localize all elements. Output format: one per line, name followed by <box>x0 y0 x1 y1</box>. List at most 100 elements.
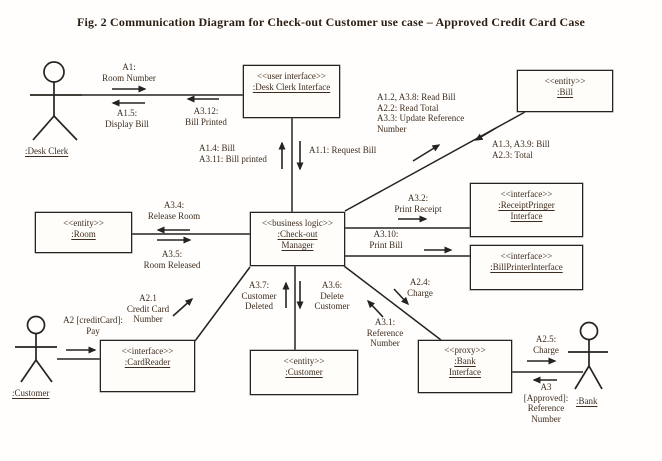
message-line: A3.10: <box>373 229 399 239</box>
stereotype-label: <<interface>> <box>500 251 553 261</box>
object-box-checkout-manager: <<business logic>> :Check-out Manager <box>250 212 345 266</box>
object-name: Interface <box>510 211 543 221</box>
message-line: A3.7: <box>248 280 270 290</box>
arrow-a31-upleft <box>366 299 384 318</box>
message-line: A3.12: <box>193 106 219 116</box>
object-name: :Room <box>71 229 96 239</box>
message-line: A3.2: <box>407 193 429 203</box>
message-arrows <box>66 85 557 384</box>
message-label-a25: A2.5: Charge <box>526 334 566 355</box>
object-box-bill: <<entity>> :Bill <box>517 70 613 112</box>
object-name: :CardReader <box>124 357 171 367</box>
message-line: A1.5: <box>116 108 138 118</box>
object-name: :ReceiptPringer <box>498 200 555 210</box>
stereotype-label: <<proxy>> <box>444 345 486 355</box>
message-line: A3.4: <box>163 200 185 210</box>
message-line: Bill Printed <box>185 116 227 127</box>
object-box-bill-printer-interface: <<interface>> :BillPrinterInterface <box>470 245 583 290</box>
message-line: Print Receipt <box>394 203 442 214</box>
message-label-a34: A3.4: Release Room <box>140 200 208 221</box>
object-name: :Desk Clerk Interface <box>252 82 331 92</box>
message-label-a35: A3.5: Room Released <box>136 249 208 270</box>
message-label-a3: A3 [Approved]: Reference Number <box>518 382 574 424</box>
message-label-a1: A1: Room Number <box>95 62 163 83</box>
message-line: A2.1 <box>139 293 157 303</box>
stereotype-label: <<entity>> <box>544 76 586 86</box>
object-box-room: <<entity>> :Room <box>35 212 132 253</box>
object-box-receipt-printer-interface: <<interface>> :ReceiptPringer Interface <box>470 183 583 237</box>
object-name: :Customer <box>285 367 323 377</box>
object-name: :Bank <box>454 356 476 366</box>
stereotype-label: <<interface>> <box>121 346 174 356</box>
actor-figure-customer <box>15 315 57 383</box>
object-name: :Bill <box>556 87 573 97</box>
message-label-a21: A2.1 Credit Card Number <box>122 293 174 325</box>
arrow-billtotal-downleft <box>474 127 497 141</box>
message-line: A1.3, A3.9: Bill <box>492 139 550 149</box>
link-cardreader-manager <box>194 266 251 342</box>
object-name: Interface <box>449 367 481 377</box>
message-line: Customer <box>314 301 350 311</box>
message-label-a11: A1.1: Request Bill <box>309 145 399 156</box>
message-label-a24: A2.4: Charge <box>399 277 441 298</box>
figure-title: Fig. 2 Communication Diagram for Check-o… <box>76 15 586 29</box>
arrow-a21-upright <box>172 297 194 317</box>
object-name: Manager <box>281 240 314 250</box>
actor-label-bank: :Bank <box>576 396 598 406</box>
message-line: A2 [creditCard]: <box>63 315 123 325</box>
actor-figure-desk-clerk <box>30 61 82 141</box>
object-name: :Check-out <box>277 229 318 239</box>
actor-figure-bank <box>568 321 608 390</box>
message-line: Room Number <box>102 72 156 83</box>
object-box-customer-entity: <<entity>> :Customer <box>250 350 358 395</box>
message-line: A2.2: Read Total <box>377 102 439 113</box>
message-line: A1: <box>122 62 136 72</box>
message-line: Release Room <box>147 210 201 221</box>
message-line: Number <box>133 314 163 324</box>
object-box-desk-clerk-interface: <<user interface>> :Desk Clerk Interface <box>243 65 340 118</box>
message-line: Deleted <box>245 301 273 311</box>
message-line: A1.2, A3.8: Read Bill <box>377 92 456 102</box>
message-label-a32: A3.2: Print Receipt <box>386 193 450 214</box>
message-label-a2: A2 [creditCard]: Pay <box>55 315 131 336</box>
message-line: Number <box>377 123 407 134</box>
message-line: Number <box>531 413 561 424</box>
message-line: A1.1: Request Bill <box>309 145 377 155</box>
message-line: A3.6: <box>321 280 343 290</box>
message-line: A3 <box>540 382 552 392</box>
object-box-card-reader: <<interface>> :CardReader <box>100 340 195 392</box>
message-label-a312: A3.12: Bill Printed <box>178 106 234 127</box>
message-label-read-bill: A1.2, A3.8: Read Bill A2.2: Read Total A… <box>377 92 487 134</box>
message-line: Reference <box>527 403 565 413</box>
message-label-a310: A3.10: Print Bill <box>361 229 411 250</box>
message-line: Number <box>370 338 400 348</box>
arrow-a24-downright <box>393 288 410 306</box>
message-line: Customer <box>241 290 277 301</box>
message-label-bill-total: A1.3, A3.9: Bill A2.3: Total <box>492 139 572 160</box>
stereotype-label: <<user interface>> <box>256 71 327 81</box>
message-line: A3.11: Bill printed <box>199 153 267 164</box>
object-box-bank-interface: <<proxy>> :Bank Interface <box>418 340 512 393</box>
message-label-a37: A3.7: Customer Deleted <box>236 280 282 312</box>
object-name: :BillPrinterInterface <box>490 262 563 272</box>
message-line: A3.3: Update Reference <box>377 113 465 123</box>
message-line: A3.1: <box>374 317 396 327</box>
actor-label-desk-clerk: :Desk Clerk <box>25 146 69 156</box>
message-label-a14-a311: A1.4: Bill A3.11: Bill printed <box>199 143 279 164</box>
link-manager-bankinterface <box>343 265 442 341</box>
stereotype-label: <<entity>> <box>63 218 104 228</box>
stereotype-label: <<interface>> <box>500 189 553 199</box>
message-line: Charge <box>407 287 433 298</box>
stereotype-label: <<entity>> <box>283 356 325 366</box>
message-line: Credit Card <box>126 303 170 314</box>
message-line: Pay <box>86 325 100 336</box>
association-links <box>57 94 583 373</box>
message-line: A2.3: Total <box>492 149 533 160</box>
message-line: A1.4: Bill <box>199 143 236 153</box>
message-line: Print Bill <box>369 239 403 250</box>
message-line: Display Bill <box>105 118 149 129</box>
message-line: A3.5: <box>161 249 183 259</box>
actor-label-customer: :Customer <box>12 388 50 398</box>
